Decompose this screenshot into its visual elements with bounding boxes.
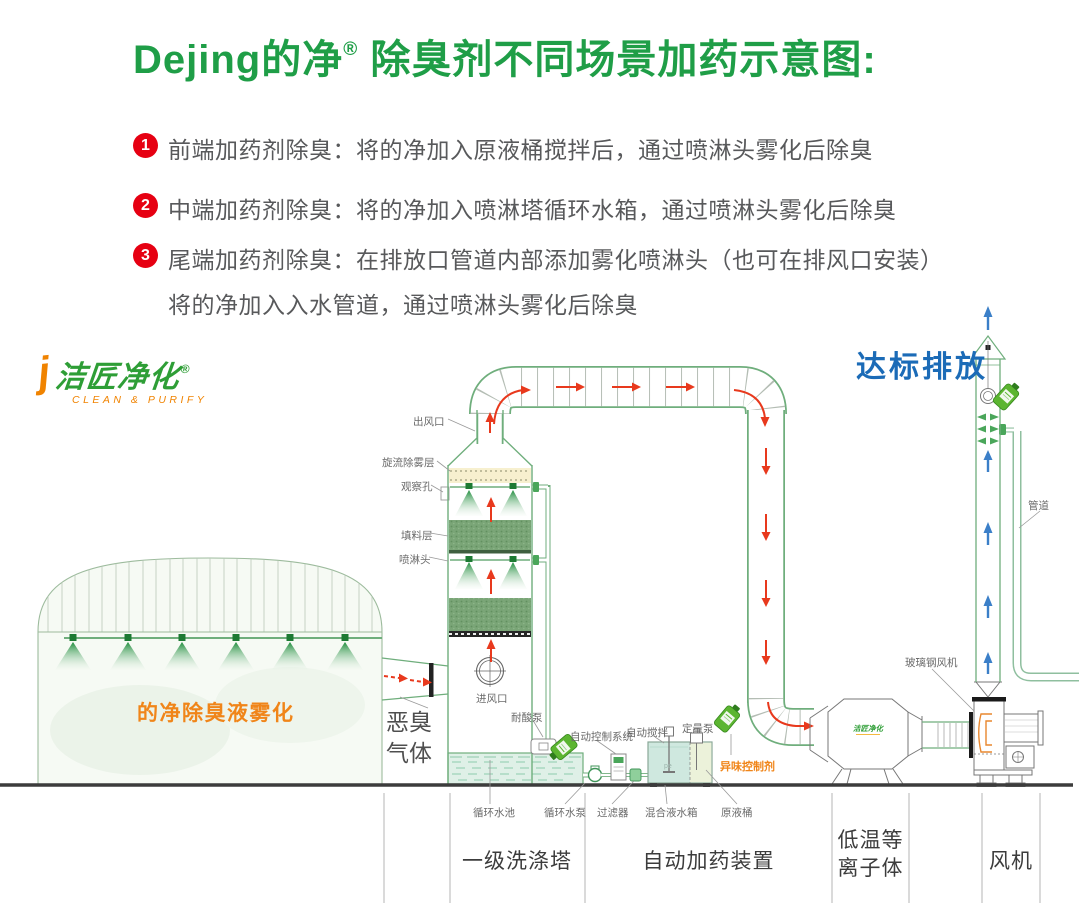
label-control-system: 自动控制系统 <box>570 731 633 743</box>
plasma-unit: 洁匠净化 <box>809 698 923 785</box>
filter <box>629 768 642 782</box>
label-filter: 过滤器 <box>597 807 629 819</box>
observation-port <box>440 486 450 501</box>
bullet-2-text: 中端加药剂除臭：将的净加入喷淋塔循环水箱，通过喷淋头雾化后除臭 <box>168 197 897 223</box>
label-packing: 填料层 <box>401 530 433 542</box>
greenhouse-caption: 的净除臭液雾化 <box>137 702 295 725</box>
bullet-1-text: 前端加药剂除臭：将的净加入原液桶搅拌后，通过喷淋头雾化后除臭 <box>168 137 873 163</box>
bullet-3: 3 尾端加药剂除臭：在排放口管道内部添加雾化喷淋头（也可在排风口安装） <box>133 241 944 275</box>
recirculation-pipe <box>532 482 551 742</box>
registered-mark: ® <box>343 39 359 60</box>
label-frp-fan: 玻璃钢风机 <box>905 657 958 669</box>
demister-layer <box>449 468 531 483</box>
label-stock-barrel: 原液桶 <box>721 807 753 819</box>
tank-material-mark: pe <box>664 763 672 770</box>
label-air-inlet: 进风口 <box>476 693 508 705</box>
emission-label: 达标排放 <box>856 351 988 384</box>
dosing-pipe <box>999 424 1079 682</box>
label-metering-pump: 定量泵 <box>682 723 714 735</box>
section-dosing-device: 自动加药装置 <box>642 850 775 873</box>
section-plasma: 低温等 离子体 <box>837 829 904 880</box>
greenhouse <box>37 557 449 785</box>
odor-gas-label: 恶臭气体 <box>386 709 432 766</box>
circulating-pump <box>587 767 603 783</box>
frp-fan <box>972 681 1044 787</box>
label-circ-pump: 循环水泵 <box>544 807 586 819</box>
bullet-1-badge: 1 <box>133 133 158 158</box>
label-stirrer: 自动搅拌 <box>626 727 668 739</box>
stock-barrel <box>690 742 712 783</box>
company-logo: j 洁匠净化® CLEAN & PURIFY <box>35 347 228 406</box>
dosing-station: pe <box>530 700 745 787</box>
section-scrubber-tower: 一级洗涤塔 <box>462 850 572 873</box>
bullet-1: 1 前端加药剂除臭：将的净加入原液桶搅拌后，通过喷淋头雾化后除臭 <box>133 131 873 165</box>
gas-flow-arrows <box>383 673 432 687</box>
label-demister: 旋流除雾层 <box>382 457 435 469</box>
chimney-nozzle <box>980 388 996 404</box>
bullet-3-continuation: 将的净加入入水管道，通过喷淋头雾化后除臭 <box>168 292 638 318</box>
logo-swoosh-icon: j <box>35 347 53 396</box>
inlet-duct <box>381 657 449 701</box>
fan-connector-duct <box>922 712 973 758</box>
label-mix-tank: 混合液水箱 <box>645 807 698 819</box>
chimney-spray-jets <box>977 413 999 445</box>
label-acid-pump: 耐酸泵 <box>511 712 543 724</box>
leader-lines <box>399 418 1041 805</box>
tower-spray-row-2 <box>455 556 527 589</box>
tower-flow-arrows <box>485 412 496 662</box>
bullet-2: 2 中端加药剂除臭：将的净加入喷淋塔循环水箱，通过喷淋头雾化后除臭 <box>133 191 897 225</box>
scrubber-tower <box>440 410 551 755</box>
label-pool: 循环水池 <box>473 807 515 819</box>
logo-name: 洁匠净化® <box>53 361 192 394</box>
clean-air-arrows <box>983 306 993 674</box>
page-title: Dejing的净® 除臭剂不同场景加药示意图: <box>133 27 877 85</box>
logo-registered-mark: ® <box>179 362 192 376</box>
label-pipe: 管道 <box>1028 500 1049 512</box>
packing-layer-2 <box>449 598 531 632</box>
title-brand: Dejing的净 <box>133 38 344 82</box>
label-porthole: 观察孔 <box>401 481 433 493</box>
device-logo: 洁匠净化 <box>853 724 884 733</box>
chimney <box>969 306 1024 682</box>
greenhouse-spray-nozzles <box>55 634 363 670</box>
label-odor-agent: 异味控制剂 <box>720 761 775 773</box>
title-rest: 除臭剂不同场景加药示意图: <box>358 38 877 82</box>
duct-flow-arrows <box>493 382 814 731</box>
label-spray-head: 喷淋头 <box>399 554 431 566</box>
label-outlet: 出风口 <box>413 416 445 428</box>
packing-layer-1 <box>449 520 531 552</box>
bullet-3-badge: 3 <box>133 243 158 268</box>
section-fan: 风机 <box>989 850 1033 873</box>
section-dividers <box>383 793 1041 903</box>
logo-tagline: CLEAN & PURIFY <box>72 394 208 406</box>
bullet-2-badge: 2 <box>133 193 158 218</box>
tower-spray-row-1 <box>455 483 527 516</box>
bullet-3-text: 尾端加药剂除臭：在排放口管道内部添加雾化喷淋头（也可在排风口安装） <box>168 247 944 273</box>
